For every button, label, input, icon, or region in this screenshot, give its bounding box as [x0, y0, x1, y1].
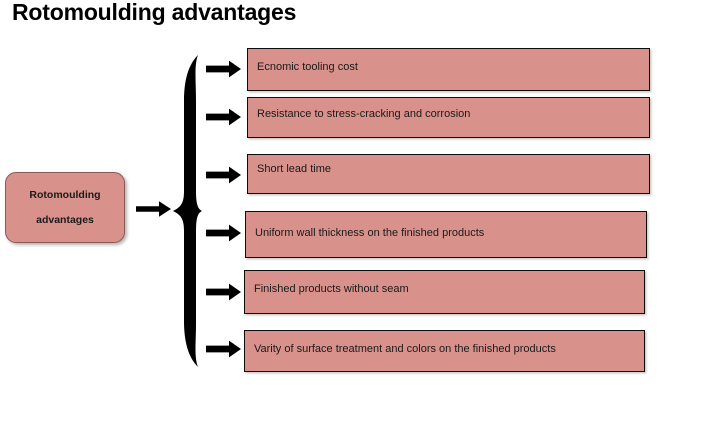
- branch-arrow-3: [206, 166, 242, 184]
- branch-arrow-6: [206, 340, 242, 358]
- advantage-box-5[interactable]: Finished products without seam: [244, 270, 645, 314]
- advantage-label-5: Finished products without seam: [254, 283, 409, 295]
- advantage-box-3[interactable]: Short lead time: [247, 154, 650, 194]
- page-title: Rotomoulding advantages: [12, 0, 297, 25]
- advantage-label-3: Short lead time: [257, 163, 331, 175]
- root-node-rotomoulding-advantages[interactable]: Rotomoulding advantages: [5, 172, 125, 243]
- curly-brace: [172, 55, 204, 367]
- advantage-box-6[interactable]: Varity of surface treatment and colors o…: [244, 330, 645, 372]
- advantage-label-1: Ecnomic tooling cost: [257, 61, 358, 73]
- root-node-label-line-2: advantages: [36, 214, 94, 226]
- advantage-label-4: Uniform wall thickness on the finished p…: [255, 227, 485, 239]
- advantage-box-2[interactable]: Resistance to stress-cracking and corros…: [247, 97, 650, 138]
- root-node-label-line-1: Rotomoulding: [29, 188, 101, 201]
- root-to-brace-arrow: [136, 200, 172, 218]
- branch-arrow-5: [206, 283, 242, 301]
- advantage-box-1[interactable]: Ecnomic tooling cost: [247, 48, 650, 91]
- branch-arrow-4: [206, 224, 242, 242]
- advantage-label-6: Varity of surface treatment and colors o…: [254, 343, 556, 355]
- advantage-box-4[interactable]: Uniform wall thickness on the finished p…: [245, 211, 647, 258]
- advantage-label-2: Resistance to stress-cracking and corros…: [257, 108, 471, 120]
- branch-arrow-2: [206, 108, 242, 126]
- branch-arrow-1: [206, 60, 242, 78]
